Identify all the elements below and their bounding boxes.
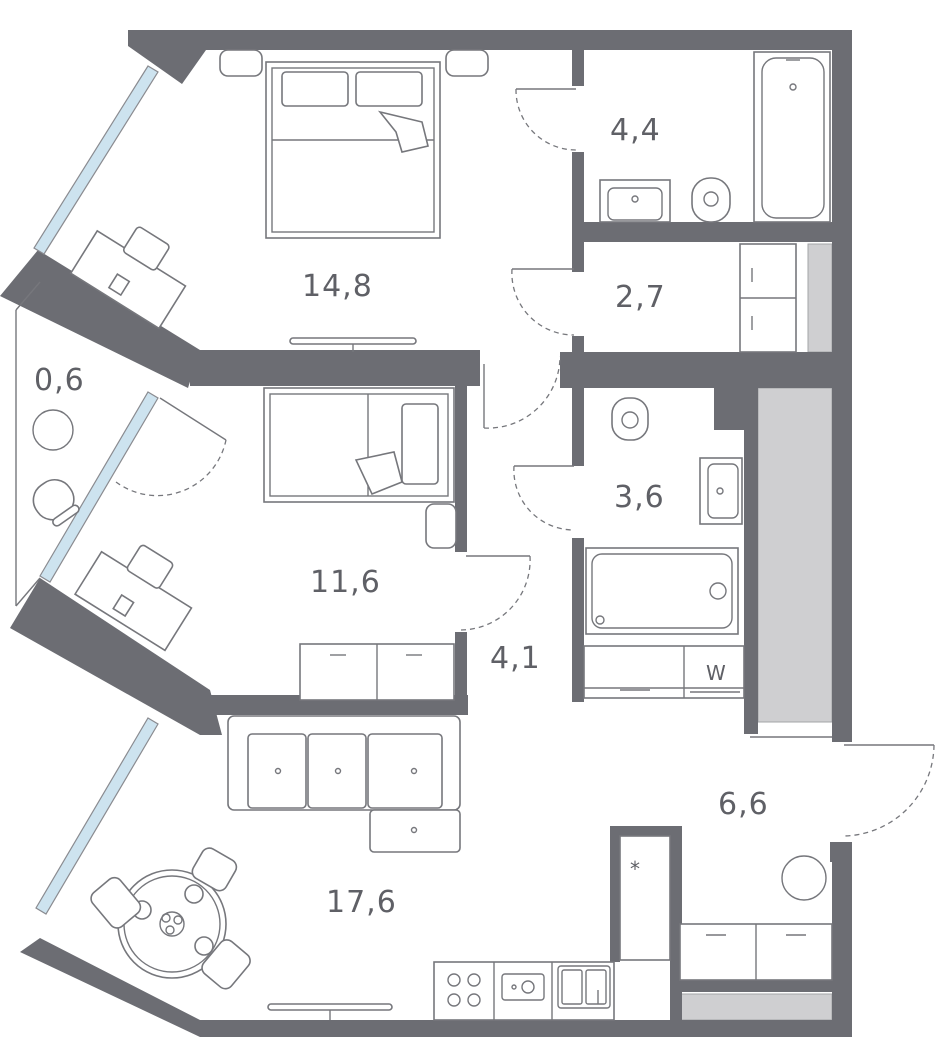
storage-shelf-small xyxy=(807,243,833,353)
living-kitchen-area: 17,6 xyxy=(326,885,397,920)
living-kitchen: * 17,6 xyxy=(90,715,671,1021)
storage-shelf-tall xyxy=(757,387,833,723)
sink xyxy=(599,179,671,223)
storage-area: 2,7 xyxy=(615,280,666,315)
bathroom-1-area: 4,4 xyxy=(610,113,661,148)
corridor-area: 4,1 xyxy=(490,641,541,676)
bedroom-2: 11,6 xyxy=(73,355,561,701)
fridge xyxy=(619,835,671,961)
laundry-cabinets: W xyxy=(583,645,745,699)
hall: 6,6 xyxy=(679,736,935,981)
washer-label: W xyxy=(706,661,726,685)
bathtub xyxy=(753,51,831,223)
bathroom-2-area: 3,6 xyxy=(614,480,665,515)
windows xyxy=(15,65,159,915)
bathtub-2 xyxy=(585,547,739,635)
storage-shelf-bottom xyxy=(679,993,833,1021)
hall-area: 6,6 xyxy=(718,787,769,822)
balcony-area: 0,6 xyxy=(34,363,85,398)
storage-room: 2,7 xyxy=(511,243,797,353)
sink-2 xyxy=(699,457,743,525)
balcony: 0,6 xyxy=(32,363,227,527)
bedroom-2-area: 11,6 xyxy=(310,565,381,600)
fridge-symbol: * xyxy=(630,857,640,881)
toilet-2 xyxy=(611,397,649,441)
bedroom-1-area: 14,8 xyxy=(302,269,373,304)
bathroom-2: 3,6 xyxy=(513,397,743,635)
bathroom-1: 4,4 xyxy=(599,51,831,223)
bedroom-1 xyxy=(69,49,577,352)
toilet xyxy=(691,177,731,223)
